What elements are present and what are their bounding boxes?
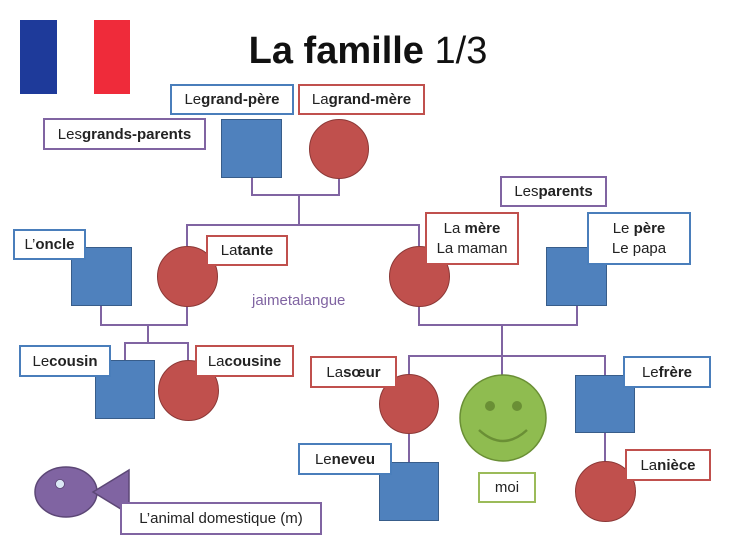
connector-children-bar — [186, 224, 420, 246]
label-tante: La tante — [206, 235, 288, 266]
label-niece: La nièce — [625, 449, 711, 481]
label-cousin: Le cousin — [19, 345, 111, 377]
label-frere: Le frère — [623, 356, 711, 388]
label-oncle: L’oncle — [13, 229, 86, 260]
label-grandmere: La grand-mère — [298, 84, 425, 115]
flag-red-band — [94, 20, 130, 94]
label-parents: Les parents — [500, 176, 607, 207]
label-neveu: Le neveu — [298, 443, 392, 475]
label-moi: moi — [478, 472, 536, 503]
connector-parents — [418, 306, 578, 326]
watermark-text: jaimetalangue — [252, 292, 346, 309]
grandmere-circle — [309, 119, 369, 179]
label-pere: Le père Le papa — [587, 212, 691, 265]
flag-blue-band — [20, 20, 57, 94]
connector-oncle-tante — [100, 306, 188, 326]
connector-grandparents — [251, 178, 340, 196]
label-cousine: La cousine — [195, 345, 294, 377]
label-animal: L’animal domestique (m) — [120, 502, 322, 535]
label-mere: La mère La maman — [425, 212, 519, 265]
fish-icon — [34, 466, 130, 518]
flag-white-band — [57, 20, 94, 94]
label-grandpere: Le grand-père — [170, 84, 294, 115]
connector-siblings-bar — [408, 355, 606, 376]
page-title: La famille 1/3 — [248, 30, 488, 72]
label-grandsparents: Les grands-parents — [43, 118, 206, 150]
connector-cousins-bar — [124, 342, 189, 360]
moi-smiley-icon — [459, 374, 547, 462]
label-soeur: La sœur — [310, 356, 397, 388]
grandpere-square — [221, 119, 282, 178]
